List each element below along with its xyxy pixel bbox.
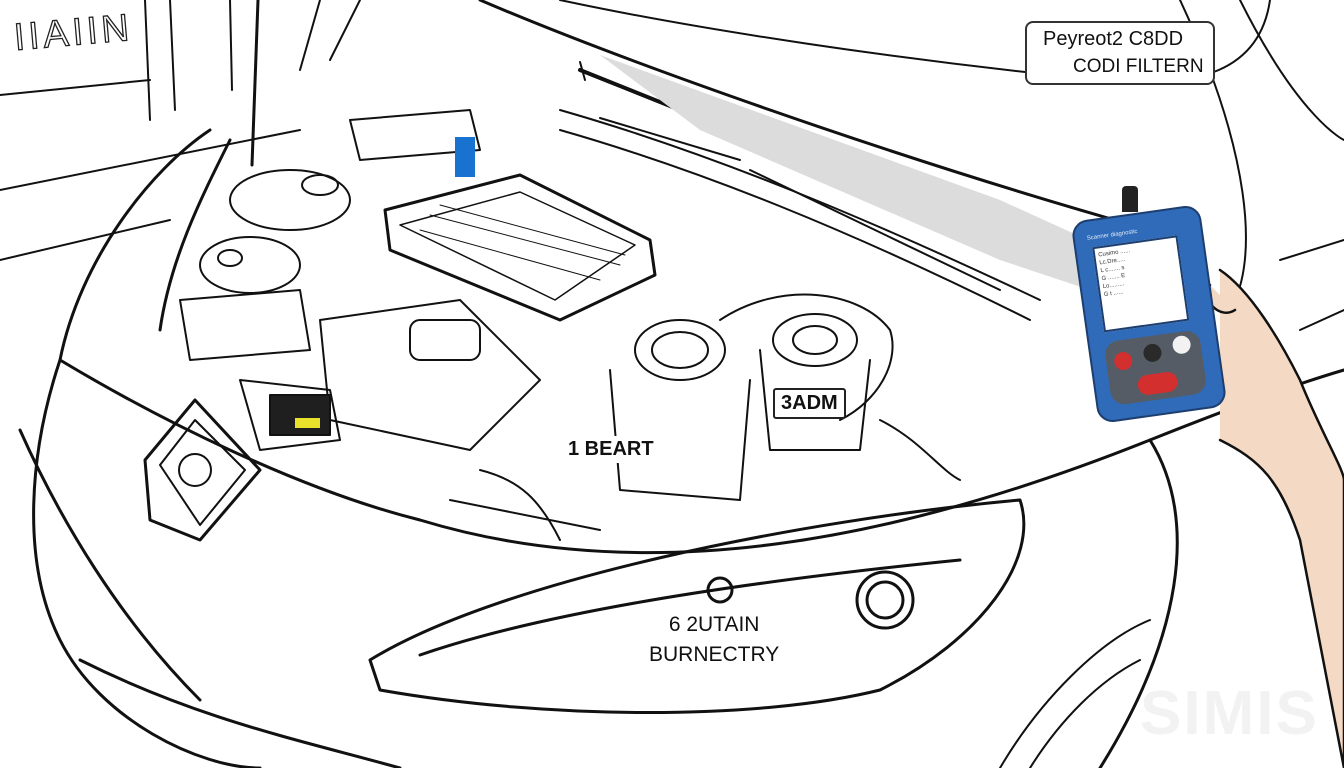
engine-components [179,109,961,541]
title-line-2: CODI FILTERN [1073,56,1204,77]
callout-burnectry: 6 2UTAIN BURNECTRY [645,610,784,670]
battery-icon [269,394,331,436]
scanner-left-button [1113,350,1134,372]
engine-cover [383,173,657,322]
scanner-body: Scanner diagnostic Cusimo ...... Lc.Dre.… [1070,203,1228,425]
watermark: SIMIS [1140,679,1319,748]
scanner-center-button [1142,342,1163,364]
hood-shadow [600,55,1120,300]
callout-burn-line-1: 6 2UTAIN [668,613,760,636]
blue-marker [455,137,475,177]
title-line-1: Peyreot2 C8DD [1043,28,1184,50]
battery-terminal [295,418,320,428]
scanner-bottom-button [1136,370,1179,397]
scanner-cable [1122,186,1138,212]
cowl-vents [559,109,1041,321]
obd-scanner: Scanner diagnostic Cusimo ...... Lc.Dre.… [1070,186,1228,425]
scanner-header: Scanner diagnostic [1086,228,1138,242]
peugeot-emblem [143,398,262,542]
scanner-keypad [1103,329,1208,406]
scanner-screen: Cusimo ...... Lc.Dre..... L c....... s G… [1092,235,1190,333]
title-callout: Peyreot2 C8DD CODI FILTERN [1025,21,1215,85]
headlight [368,498,1026,714]
callout-1-beart: 1 BEART [562,436,660,463]
scanner-right-button [1171,334,1192,355]
callout-3adm: 3ADM [773,388,846,419]
car-body [18,128,1344,768]
callout-burn-line-2: BURNECTRY [649,643,780,666]
garage-background [0,0,361,261]
front-wheel [999,619,1151,768]
